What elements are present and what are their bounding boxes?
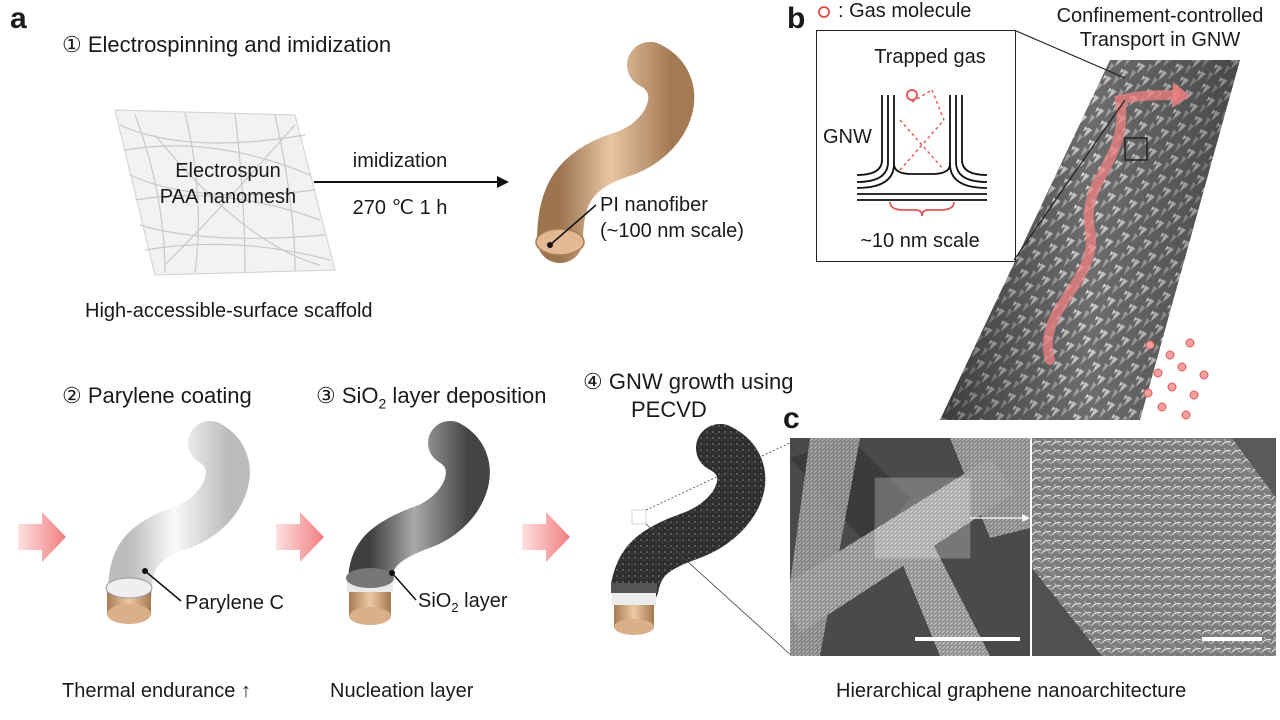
pi-fiber-label-line1: PI nanofiber: [600, 194, 708, 216]
parylene-callout: Parylene C: [185, 592, 284, 614]
gnw-fiber-illustration: [611, 424, 793, 657]
sio2-callout: SiO2 layer: [418, 590, 507, 615]
pi-fiber-label: PI nanofiber (~100 nm scale): [600, 192, 744, 244]
step4-title-line2: PECVD: [631, 397, 707, 422]
step3-title-sub: 2: [378, 395, 387, 412]
sio2-fiber-illustration: [346, 421, 490, 625]
panel-c-caption: Hierarchical graphene nanoarchitecture: [836, 680, 1187, 702]
step4-title: ④ GNW growth using PECVD: [583, 368, 793, 424]
inset-scale-label: ~10 nm scale: [860, 230, 980, 252]
sio2-callout-suffix: layer: [458, 590, 508, 612]
gas-molecules: [1143, 338, 1209, 420]
pi-nanofiber-illustration: [535, 42, 695, 263]
step4-title-line1: ④ GNW growth using: [583, 369, 794, 394]
pi-fiber-label-line2: (~100 nm scale): [600, 220, 744, 242]
inset-gnw-diagram: [856, 89, 988, 217]
sio2-callout-prefix: SiO: [418, 590, 452, 612]
mesh-label: Electrospun PAA nanomesh: [148, 158, 308, 210]
imidization-label: imidization: [352, 150, 448, 172]
step3-title: ③ SiO2 layer deposition: [316, 383, 547, 411]
inset-trapped-label: Trapped gas: [874, 46, 986, 68]
step3-caption: Nucleation layer: [330, 680, 474, 702]
gnw-closeup-illustration: [940, 60, 1240, 420]
panel-b-title-line1: Confinement-controlled: [1056, 5, 1264, 27]
parylene-fiber-illustration: [105, 421, 250, 624]
gas-legend-icon: [818, 6, 830, 18]
panel-b-title-line2: Transport in GNW: [1079, 29, 1241, 51]
sio2-callout-sub: 2: [451, 600, 459, 615]
step1-caption: High-accessible-surface scaffold: [85, 300, 373, 322]
panel-label-a: a: [10, 2, 27, 35]
pink-arrow-2: [276, 512, 324, 562]
pink-arrow-3: [522, 512, 570, 562]
step1-title: ① Electrospinning and imidization: [62, 32, 392, 57]
step3-title-suffix: layer deposition: [386, 383, 547, 408]
sem-image-low-mag: [790, 438, 1030, 656]
panel-label-b: b: [787, 2, 806, 35]
step2-caption: Thermal endurance ↑: [62, 680, 251, 702]
sem-image-high-mag: [1032, 438, 1276, 656]
step3-title-prefix: ③ SiO: [316, 383, 379, 408]
mesh-label-line2: PAA nanomesh: [159, 186, 297, 208]
imidization-arrow: [314, 176, 509, 188]
imidization-conditions: 270 ℃ 1 h: [352, 197, 448, 219]
confinement-inset: [816, 30, 1016, 262]
panel-label-c: c: [783, 402, 800, 435]
step2-title: ② Parylene coating: [62, 383, 252, 408]
gas-legend-label: : Gas molecule: [838, 0, 972, 22]
inset-gnw-label: GNW: [823, 126, 872, 148]
panel-b-title: Confinement-controlled Transport in GNW: [1040, 4, 1280, 52]
mesh-label-line1: Electrospun: [175, 160, 281, 182]
pink-arrow-1: [18, 512, 66, 562]
inset-leader-lines: [1013, 29, 1126, 261]
nanomesh-illustration: [114, 109, 336, 276]
